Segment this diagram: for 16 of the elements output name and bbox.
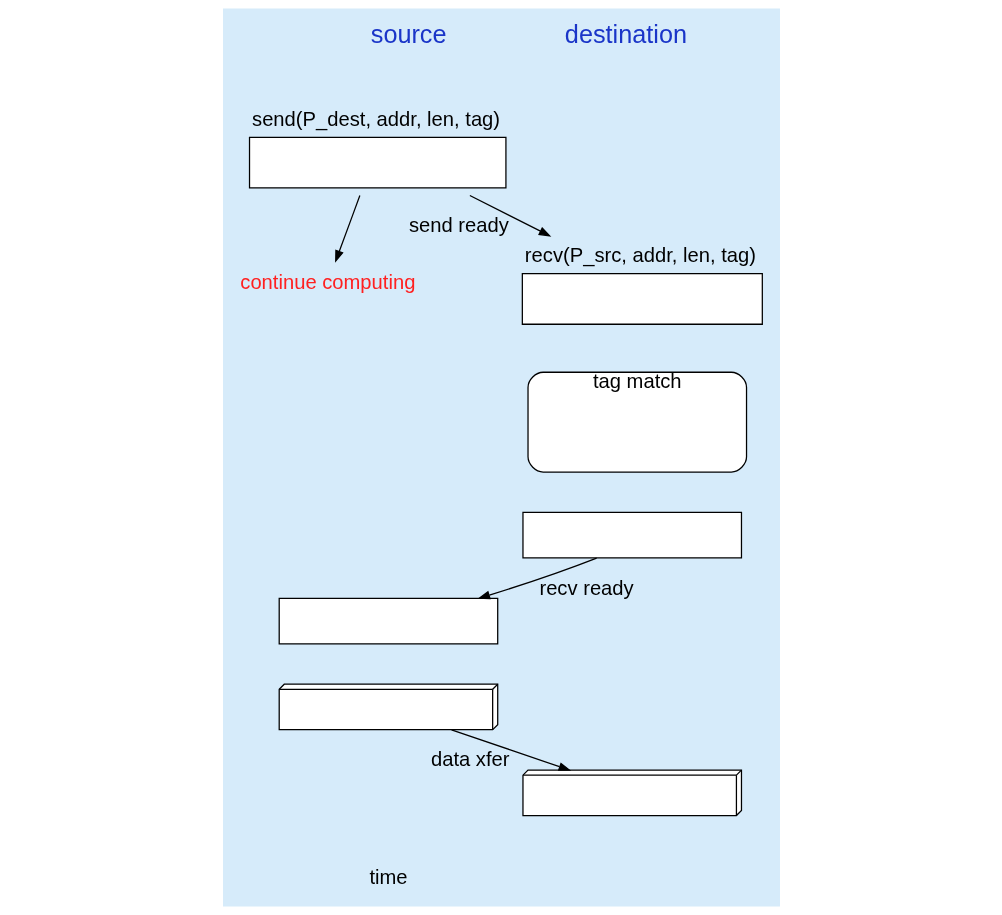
edge-label: data xfer [430,748,510,771]
arrow [334,194,360,263]
node-label: send(P_dest, addr, len, tag) [251,107,500,130]
node-box: tag match [526,371,747,473]
arrow [450,729,571,771]
arrow [468,194,551,237]
node-label: recv(P_src, addr, len, tag) [524,244,756,267]
node-box [278,597,498,645]
edge-label: recv ready [538,577,634,600]
label: source [370,19,447,48]
label: time [368,865,408,888]
arrow [477,557,597,600]
node-box [521,511,742,559]
node-text: continue computing [239,270,415,293]
edge-label: send ready [408,213,509,236]
label: destination [564,19,687,48]
